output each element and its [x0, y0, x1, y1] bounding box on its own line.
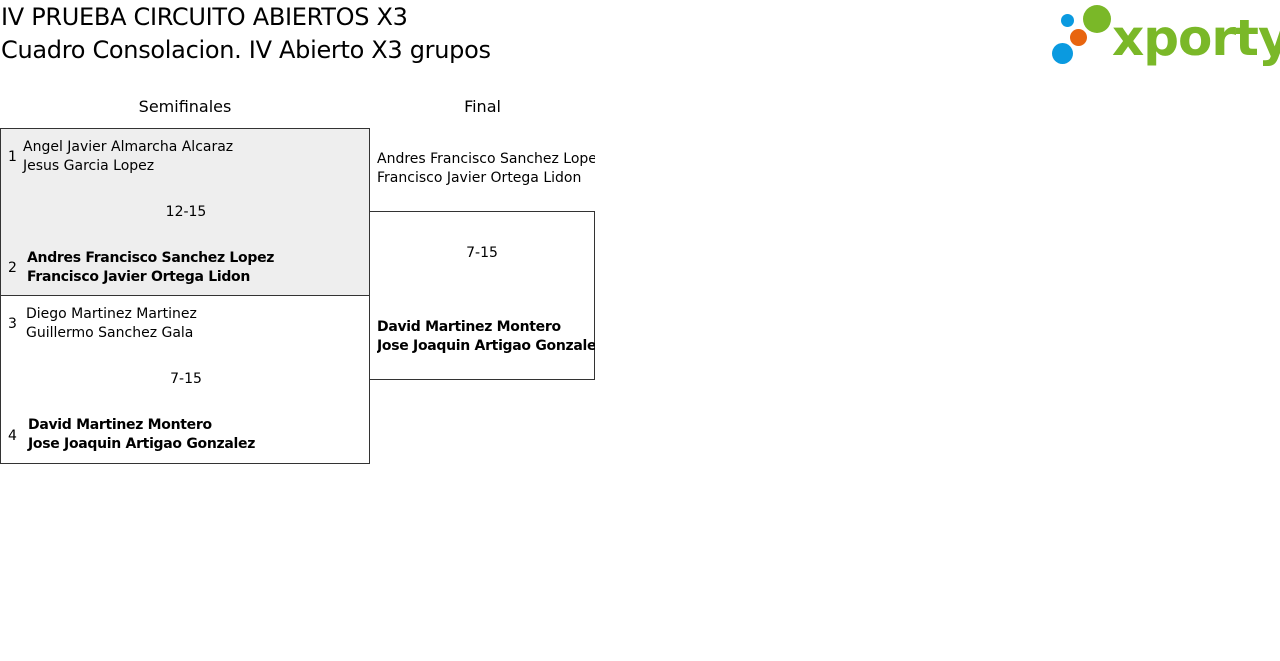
player-name: Andres Francisco Sanchez Lopez	[377, 151, 595, 167]
player-name: Jesus Garcia Lopez	[23, 158, 155, 174]
semifinal-match-2[interactable]: 3 Diego Martinez Martinez Guillermo Sanc…	[0, 295, 370, 464]
player-name: Angel Javier Almarcha Alcaraz	[23, 139, 234, 155]
final-team-entry: Andres Francisco Sanchez Lopez Francisco…	[377, 150, 595, 188]
page-subtitle: Cuadro Consolacion. IV Abierto X3 grupos	[1, 36, 491, 64]
final-team-entry-winner: David Martinez Montero Jose Joaquin Arti…	[377, 318, 595, 356]
page-title: IV PRUEBA CIRCUITO ABIERTOS X3	[1, 3, 408, 31]
seed-number: 2	[8, 260, 17, 276]
round-header-final: Final	[464, 97, 501, 116]
player-name: Francisco Javier Ortega Lidon	[377, 170, 582, 186]
logo-dot-orange	[1070, 29, 1087, 46]
logo-dot-blue	[1052, 43, 1073, 64]
semifinal-match-1[interactable]: 1 Angel Javier Almarcha Alcaraz Jesus Ga…	[0, 128, 370, 296]
round-header-semifinals: Semifinales	[138, 97, 232, 116]
team-entry: Angel Javier Almarcha Alcaraz Jesus Garc…	[23, 138, 233, 176]
seed-number: 1	[8, 149, 17, 165]
player-name: Jose Joaquin Artigao Gonzalez	[28, 436, 256, 452]
match-score: 12-15	[165, 204, 207, 220]
team-entry-winner: David Martinez Montero Jose Joaquin Arti…	[28, 416, 255, 454]
seed-number: 4	[8, 428, 17, 444]
player-name: Francisco Javier Ortega Lidon	[27, 269, 251, 285]
match-score: 7-15	[170, 371, 202, 387]
match-score: 7-15	[466, 245, 498, 261]
player-name: David Martinez Montero	[377, 319, 561, 335]
player-name: Andres Francisco Sanchez Lopez	[27, 250, 275, 266]
team-entry: Diego Martinez Martinez Guillermo Sanche…	[26, 305, 197, 343]
team-entry-winner: Andres Francisco Sanchez Lopez Francisco…	[27, 249, 274, 287]
logo-dot-blue-small	[1061, 14, 1074, 27]
player-name: Guillermo Sanchez Gala	[26, 325, 194, 341]
player-name: David Martinez Montero	[28, 417, 212, 433]
player-name: Diego Martinez Martinez	[26, 306, 197, 322]
logo-wordmark: xporty	[1112, 9, 1280, 67]
logo-dot-green	[1083, 5, 1111, 33]
player-name: Jose Joaquin Artigao Gonzalez	[377, 338, 595, 354]
xporty-logo[interactable]: xporty	[1050, 4, 1280, 68]
seed-number: 3	[8, 316, 17, 332]
final-match[interactable]: 7-15 David Martinez Montero Jose Joaquin…	[369, 211, 595, 380]
